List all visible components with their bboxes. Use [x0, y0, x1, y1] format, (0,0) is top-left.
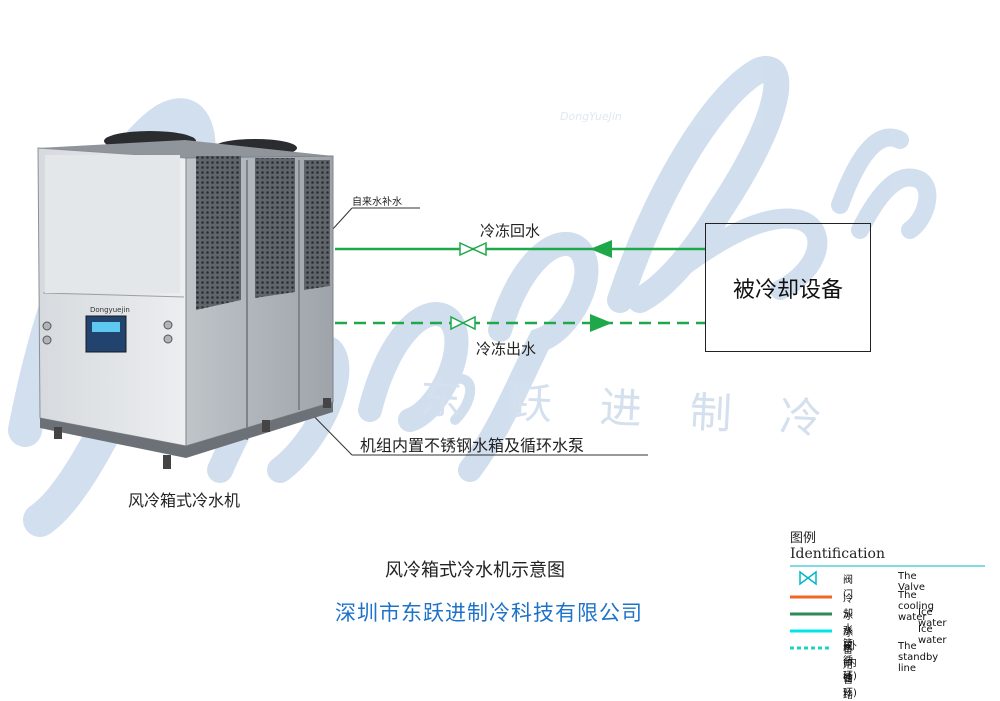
control-panel [85, 315, 127, 353]
makeup-water-label: 自来水补水 [352, 197, 402, 208]
diagram-canvas: Dongyuejin [8, 56, 985, 701]
outlet-water-label: 冷冻出水 [476, 340, 537, 358]
diagram-title: 风冷箱式冷水机示意图 [385, 560, 565, 581]
valve-icon [450, 315, 476, 331]
cooled-equipment-label: 被冷却设备 [732, 277, 843, 303]
return-arrow-icon [590, 240, 612, 258]
valve-icon [459, 241, 487, 257]
cooled-equipment-box: 被冷却设备 [705, 223, 871, 352]
unit-brand-label: Dongyuejin [90, 306, 130, 314]
machine-name-label: 风冷箱式冷水机 [128, 491, 241, 510]
legend-graphics [790, 565, 985, 650]
watermark-script-text: DongYueJin [560, 110, 622, 123]
outlet-arrow-icon [590, 314, 612, 332]
diagram-svg: Dongyuejin [8, 56, 985, 650]
pipes [289, 207, 706, 456]
leader-line [331, 207, 353, 231]
legend-title-cn: 图例 [790, 531, 817, 546]
builtin-tank-label: 机组内置不锈钢水箱及循环水泵 [360, 436, 585, 455]
chiller-unit: Dongyuejin [37, 131, 334, 469]
valve-icon [799, 570, 817, 586]
legend-title-en: Identification [790, 546, 885, 562]
return-water-label: 冷冻回水 [480, 222, 541, 240]
company-name: 深圳市东跃进制冷科技有限公司 [335, 601, 643, 625]
